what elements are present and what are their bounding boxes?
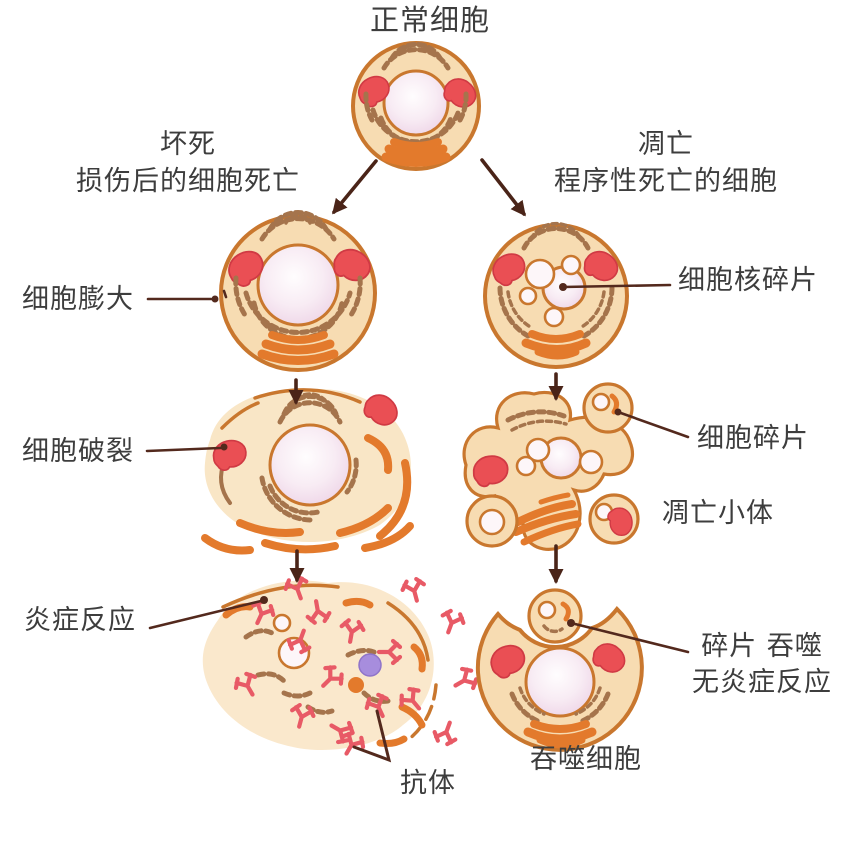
leader-lines [145, 283, 690, 763]
apoptotic-cell-illustration [483, 221, 629, 369]
label-phagocyte: 吞噬细胞 [530, 744, 642, 775]
apoptotic-body-2 [465, 494, 519, 548]
title-normal-cell: 正常细胞 [369, 3, 491, 37]
label-antibody: 抗体 [400, 768, 456, 799]
normal-cell-illustration [351, 41, 482, 171]
ruptured-cell-illustration [201, 388, 414, 555]
necrosis-branch-title: 坏死 损伤后的细胞死亡 [76, 126, 300, 200]
label-cell-fragments: 细胞碎片 [697, 423, 809, 454]
label-phagocytosis-line1: 碎片 吞噬 [701, 631, 823, 662]
apoptosis-subtitle: 程序性死亡的细胞 [554, 166, 778, 197]
apoptotic-body-3 [588, 493, 640, 545]
label-nuclear-fragments: 细胞核碎片 [678, 265, 818, 296]
phagocyte-illustration [475, 588, 644, 752]
label-phagocytosis: 碎片 吞噬 无炎症反应 [692, 629, 832, 701]
label-apoptotic-bodies: 凋亡小体 [662, 498, 774, 529]
label-inflammation: 炎症反应 [24, 605, 136, 636]
label-phagocytosis-line2: 无炎症反应 [692, 667, 832, 698]
flow-arrows [288, 158, 564, 585]
apoptotic-body-1 [582, 382, 634, 434]
apoptosis-branch-title: 凋亡 程序性死亡的细胞 [554, 126, 778, 200]
apoptosis-title: 凋亡 [638, 129, 694, 160]
necrosis-subtitle: 损伤后的细胞死亡 [76, 166, 300, 197]
label-cell-rupture: 细胞破裂 [22, 436, 134, 467]
label-cell-swelling: 细胞膨大 [22, 284, 134, 315]
swollen-cell-illustration [219, 210, 377, 372]
necrosis-title: 坏死 [160, 129, 216, 160]
